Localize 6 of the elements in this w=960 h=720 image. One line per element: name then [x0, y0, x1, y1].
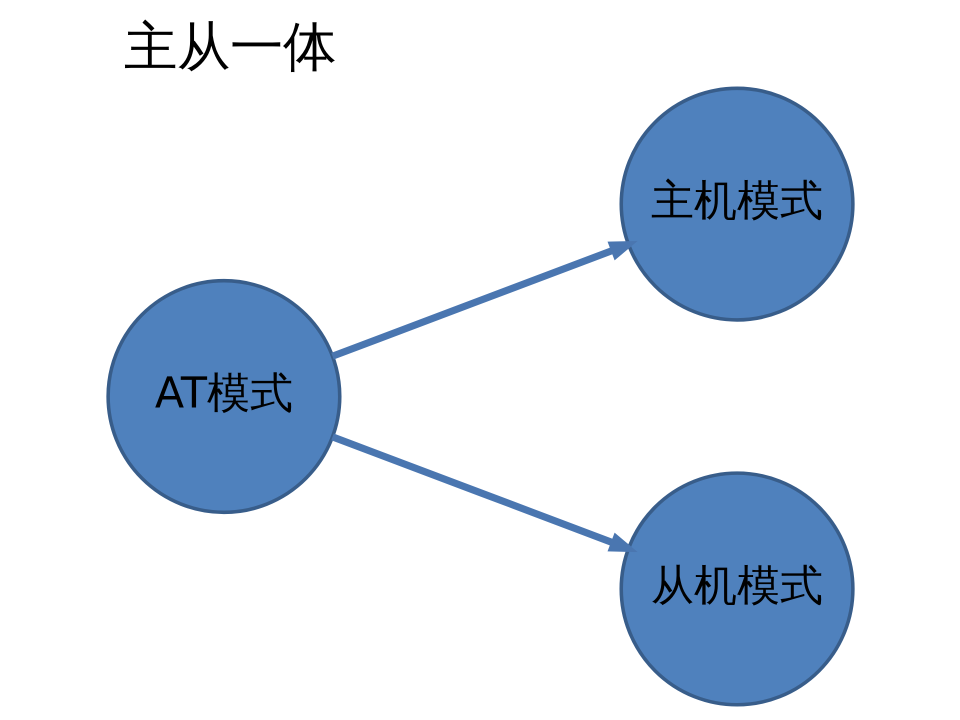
node-circle: 主机模式	[618, 86, 854, 322]
node-circle: 从机模式	[618, 471, 854, 707]
node-circle: AT模式	[106, 278, 342, 514]
arrow	[330, 240, 638, 360]
diagram-title: 主从一体	[124, 15, 336, 78]
arrow	[330, 434, 638, 552]
